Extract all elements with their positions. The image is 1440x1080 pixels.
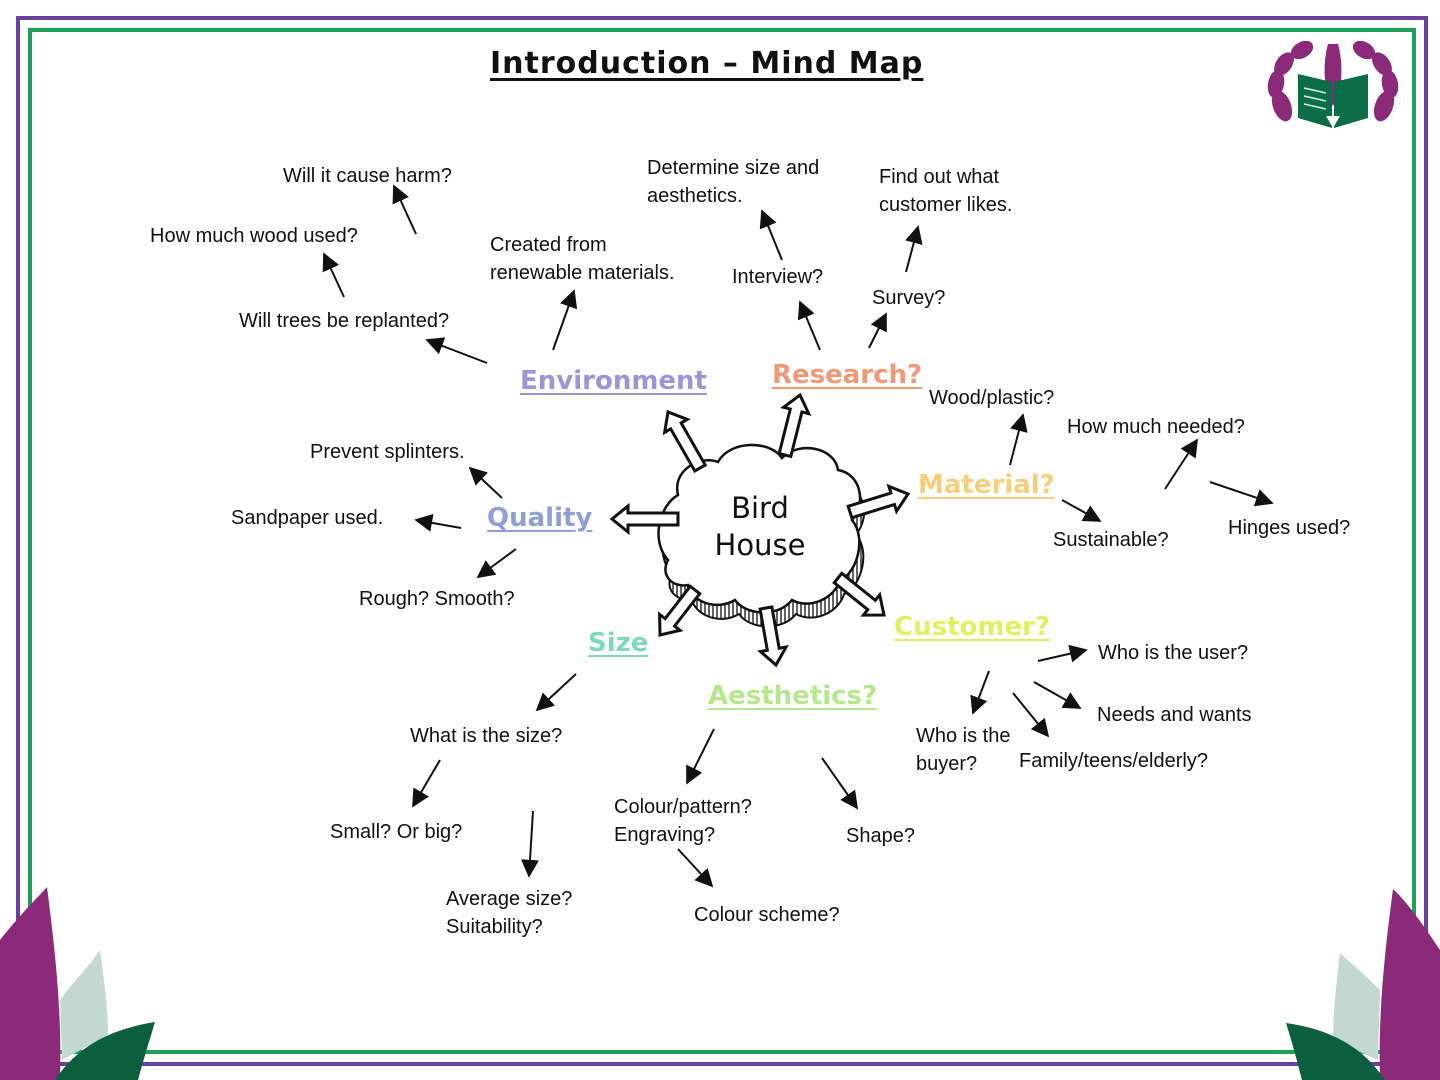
inner-border-green (28, 28, 1416, 1054)
block-arrow-to-quality (609, 502, 680, 536)
central-topic: Bird House (700, 490, 820, 564)
branch-material: Material? (918, 470, 1055, 500)
branch-size: Size (588, 628, 649, 658)
note-engraving-line2: Engraving? (614, 824, 716, 846)
note-shape: Shape? (846, 825, 915, 847)
note-determine-line2: aesthetics. (647, 185, 743, 207)
note-interview: Interview? (732, 266, 824, 288)
note-hinges: Hinges used? (1228, 517, 1351, 539)
note-created-from-line1: Created from (490, 234, 607, 256)
note-sandpaper: Sandpaper used. (231, 507, 384, 529)
note-determine-size: Determine size and aesthetics. (647, 154, 819, 210)
block-arrow-to-research (777, 392, 812, 459)
block-arrow-to-material (846, 483, 911, 520)
note-small-big: Small? Or big? (330, 821, 463, 843)
school-crest-logo (1267, 36, 1399, 128)
arrow-to-who-buyer (970, 670, 990, 715)
block-arrow-to-size (657, 584, 702, 637)
arrow-to-trees-replanted (425, 337, 488, 364)
note-prevent-splinters: Prevent splinters. (310, 441, 465, 463)
arrow-to-survey (868, 312, 887, 349)
note-find-out: Find out what customer likes. (879, 163, 1012, 219)
branch-customer: Customer? (894, 612, 1050, 642)
arrow-to-wood-plastic (1009, 413, 1028, 466)
note-wood-plastic: Wood/plastic? (929, 387, 1055, 409)
arrow-to-sandpaper (414, 513, 462, 532)
branch-quality: Quality (487, 503, 593, 533)
note-survey: Survey? (872, 287, 946, 309)
arrow-to-created-from (552, 289, 578, 351)
note-created-from: Created from renewable materials. (490, 231, 675, 287)
arrow-to-needs-wants (1033, 681, 1082, 709)
arrow-to-hinges (1209, 481, 1274, 507)
central-topic-line2: House (714, 528, 806, 562)
branch-environment: Environment (520, 366, 707, 396)
note-what-size: What is the size? (410, 725, 563, 747)
arrow-to-shape (821, 757, 859, 810)
block-arrow-to-customer (832, 571, 886, 617)
note-rough-smooth: Rough? Smooth? (359, 588, 515, 610)
arrow-to-prevent-splinters (468, 466, 503, 499)
note-colour-pattern: Colour/pattern? Engraving? (614, 793, 752, 849)
note-colour-scheme: Colour scheme? (694, 904, 840, 926)
note-who-buyer-line1: Who is the (916, 725, 1011, 747)
leaf-decoration-bottom-left (0, 887, 155, 1080)
note-will-it-cause-harm: Will it cause harm? (283, 165, 452, 187)
block-arrow-to-aesthetics (757, 605, 789, 668)
leaf-decoration-bottom-right (1286, 889, 1440, 1080)
branch-research: Research? (772, 360, 923, 390)
arrow-to-rough-smooth (476, 548, 517, 579)
central-topic-line1: Bird (731, 491, 789, 525)
note-how-much-needed: How much needed? (1067, 416, 1245, 438)
arrow-to-how-much-wood (322, 252, 345, 298)
arrow-to-colour-scheme (677, 848, 714, 888)
arrow-to-sustainable (1061, 499, 1102, 522)
note-needs-wants: Needs and wants (1097, 704, 1252, 726)
note-who-buyer: Who is the buyer? (916, 722, 1010, 778)
arrow-to-average-size (521, 810, 539, 878)
note-find-out-line1: Find out what (879, 166, 1000, 188)
note-average-size: Average size? Suitability? (446, 885, 572, 941)
branch-aesthetics: Aesthetics? (708, 681, 878, 711)
arrow-to-small-big (412, 759, 441, 808)
arrow-to-who-user (1037, 644, 1088, 663)
arrow-to-family (1012, 692, 1050, 738)
note-average-line2: Suitability? (446, 916, 543, 938)
note-family: Family/teens/elderly? (1019, 750, 1208, 772)
block-arrow-to-environment (662, 409, 708, 474)
note-average-line1: Average size? (446, 888, 573, 910)
page-title: Introduction – Mind Map (490, 46, 924, 81)
arrow-to-find-out (905, 225, 923, 273)
outer-border-purple (16, 16, 1428, 1066)
note-created-from-line2: renewable materials. (490, 262, 675, 284)
arrow-to-determine (759, 209, 783, 261)
note-trees-replanted: Will trees be replanted? (239, 310, 450, 332)
note-determine-line1: Determine size and (647, 157, 820, 179)
arrow-to-what-size (535, 673, 577, 712)
note-colour-pattern-line1: Colour/pattern? (614, 796, 752, 818)
arrow-to-will-it-cause-harm (392, 184, 417, 235)
arrow-to-interview (797, 300, 821, 351)
note-who-user: Who is the user? (1098, 642, 1249, 664)
arrow-to-how-much-needed (1164, 438, 1198, 490)
note-find-out-line2: customer likes. (879, 194, 1013, 216)
arrow-to-colour-pattern (686, 728, 715, 785)
note-sustainable: Sustainable? (1053, 529, 1169, 551)
note-who-buyer-line2: buyer? (916, 753, 978, 775)
note-how-much-wood: How much wood used? (150, 225, 358, 247)
